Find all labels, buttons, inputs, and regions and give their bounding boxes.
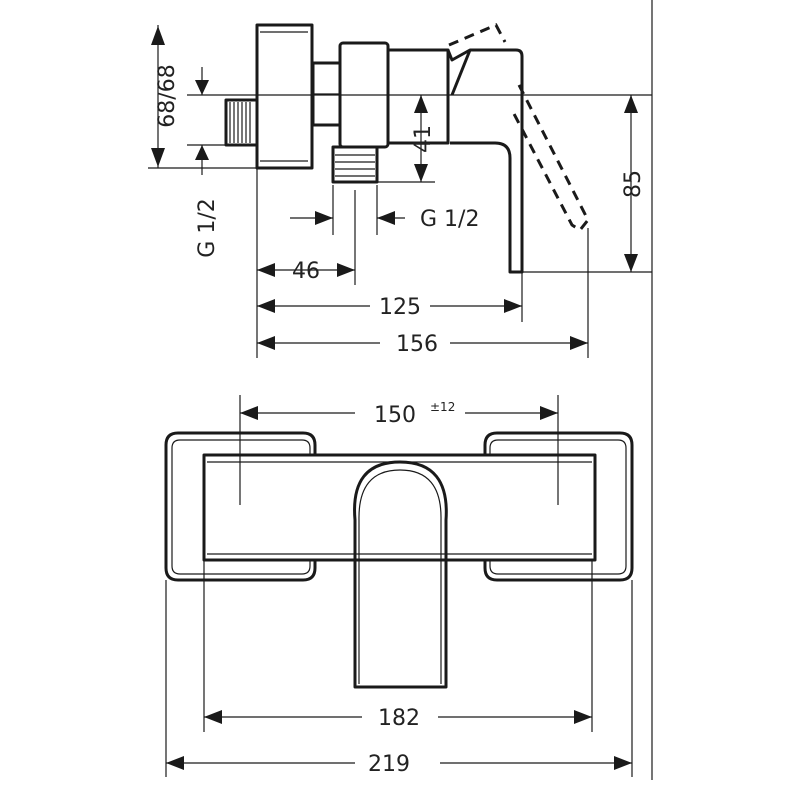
lever-edge xyxy=(450,49,472,96)
side-dimension-arrowheads xyxy=(151,26,638,350)
lever-front xyxy=(353,460,448,689)
dim-g12-inlet: G 1/2 xyxy=(195,198,220,257)
dim-182: 182 xyxy=(378,706,420,731)
left-cover xyxy=(164,431,317,582)
right-cover-inner-edge xyxy=(489,439,627,575)
lever-front-inner-edge xyxy=(358,469,442,684)
dim-150-tolerance: ±12 xyxy=(430,400,455,414)
outlet-thread-grooves xyxy=(335,154,375,177)
dim-68-68: 68/68 xyxy=(155,64,180,127)
inlet-thread-grooves xyxy=(229,102,251,143)
body-extension xyxy=(388,48,450,145)
backplate xyxy=(255,23,314,170)
dim-41: 41 xyxy=(411,125,436,153)
dim-156: 156 xyxy=(396,332,438,357)
lever-alt-position xyxy=(448,23,590,232)
dim-85: 85 xyxy=(621,170,646,198)
right-cover xyxy=(483,431,634,582)
dim-46: 46 xyxy=(292,259,320,284)
left-cover-inner-edge xyxy=(171,439,311,575)
label-mask xyxy=(380,330,450,356)
dim-219: 219 xyxy=(368,752,410,777)
mixer-body xyxy=(202,453,597,562)
side-view: 68/68 G 1/2 41 85 G 1/2 46 125 156 xyxy=(148,0,653,780)
label-mask xyxy=(370,292,430,318)
dim-150: 150 xyxy=(374,403,416,428)
dim-125: 125 xyxy=(379,295,421,320)
lever xyxy=(446,48,524,274)
front-dimension-arrowheads xyxy=(166,406,632,770)
dim-g12-outlet: G 1/2 xyxy=(420,207,479,232)
front-view: 150 ±12 182 219 xyxy=(164,395,634,777)
label-mask xyxy=(362,702,438,730)
label-mask xyxy=(355,748,440,776)
label-mask xyxy=(355,398,465,426)
outlet-thread xyxy=(331,145,379,184)
